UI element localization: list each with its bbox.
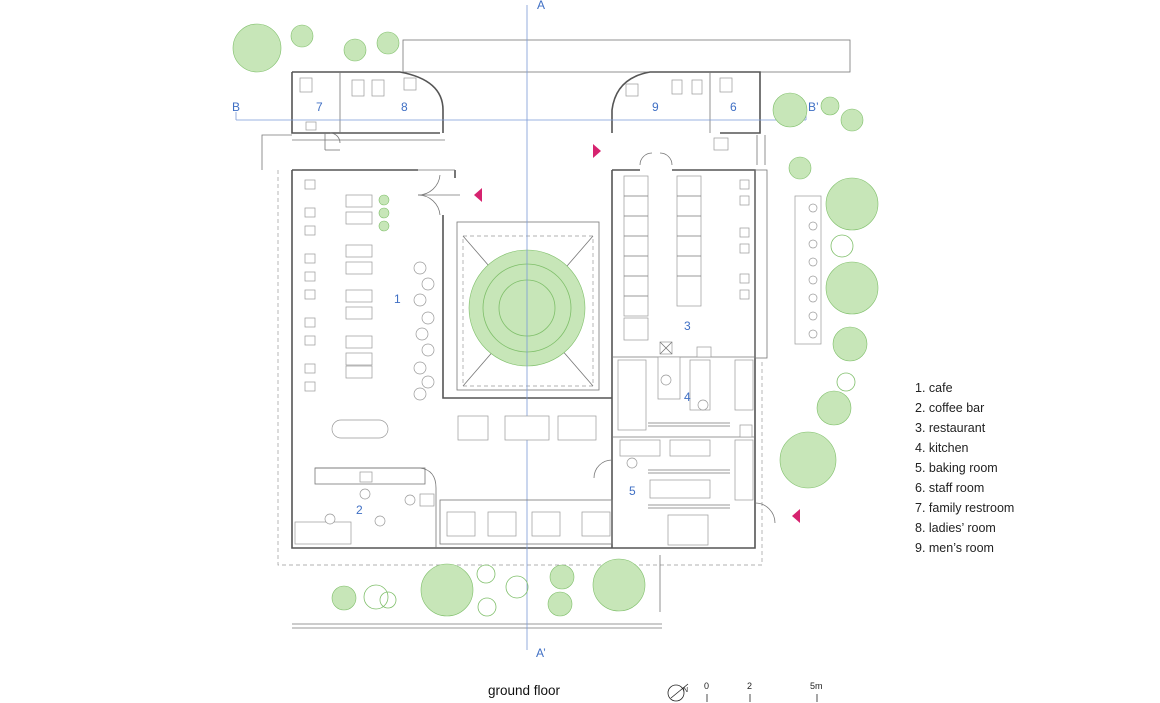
restaurant-furniture [623, 137, 750, 341]
entrance-marker-restaurant [593, 144, 601, 158]
room-number-mens-room: 9 [652, 100, 659, 114]
room-legend: 1. cafe 2. coffee bar 3. restaurant 4. k… [915, 378, 1014, 558]
entrance-markers [474, 144, 800, 523]
room-number-restaurant: 3 [684, 319, 691, 333]
section-label-a-top: A [537, 0, 545, 12]
entrance-marker-cafe [474, 188, 482, 202]
kitchen-furniture [617, 341, 754, 546]
entrance-marker-kitchen [792, 509, 800, 523]
room-number-baking-room: 5 [629, 484, 636, 498]
site-outline [261, 39, 851, 629]
room-number-cafe: 1 [394, 292, 401, 306]
room-number-family-restroom: 7 [316, 100, 323, 114]
room-number-ladies-room: 8 [401, 100, 408, 114]
north-label: N [683, 687, 688, 694]
north-arrow: N [667, 683, 689, 702]
restroom-fixtures [299, 77, 733, 131]
room-number-coffee-bar: 2 [356, 503, 363, 517]
doors [329, 132, 776, 524]
section-label-a-bottom: A’ [536, 646, 546, 660]
scale-label-zero: 0 [704, 681, 710, 691]
room-number-staff-room: 6 [730, 100, 737, 114]
legend-item-staff-room: 6. staff room [915, 481, 985, 495]
scale-label-mid: 2 [747, 681, 753, 691]
terrace-furniture [794, 195, 822, 345]
section-label-b-right: B’ [808, 100, 819, 114]
plan-caption: ground floor [488, 683, 561, 698]
courtyard [456, 221, 600, 391]
legend-item-restaurant: 3. restaurant [915, 421, 986, 435]
legend-item-cafe: 1. cafe [915, 381, 953, 395]
legend-item-coffee-bar: 2. coffee bar [915, 401, 985, 415]
scale-label-end: 5m [810, 681, 823, 691]
trees [232, 23, 879, 617]
section-label-b-left: B [232, 100, 240, 114]
cafe-furniture [294, 179, 613, 548]
legend-item-kitchen: 4. kitchen [915, 441, 969, 455]
legend-item-family-restroom: 7. family restroom [915, 501, 1015, 515]
legend-item-baking-room: 5. baking room [915, 461, 998, 475]
legend-item-ladies-room: 8. ladies’ room [915, 521, 996, 535]
building-walls [291, 71, 768, 549]
legend-item-mens-room: 9. men’s room [915, 541, 994, 555]
room-number-kitchen: 4 [684, 390, 691, 404]
scale-bar [706, 694, 818, 702]
